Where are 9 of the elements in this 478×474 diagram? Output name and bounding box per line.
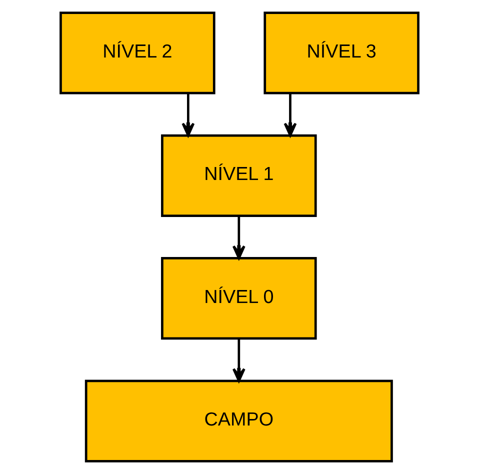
node-box: NÍVEL 1 bbox=[160, 134, 316, 217]
node-box: CAMPO bbox=[84, 380, 392, 462]
node-box: NÍVEL 3 bbox=[263, 12, 419, 94]
node-box: NÍVEL 2 bbox=[59, 12, 215, 94]
arrow bbox=[232, 216, 245, 260]
arrow bbox=[181, 93, 194, 137]
arrow bbox=[232, 338, 245, 382]
arrow bbox=[283, 93, 296, 137]
node-box: NÍVEL 0 bbox=[160, 257, 316, 340]
